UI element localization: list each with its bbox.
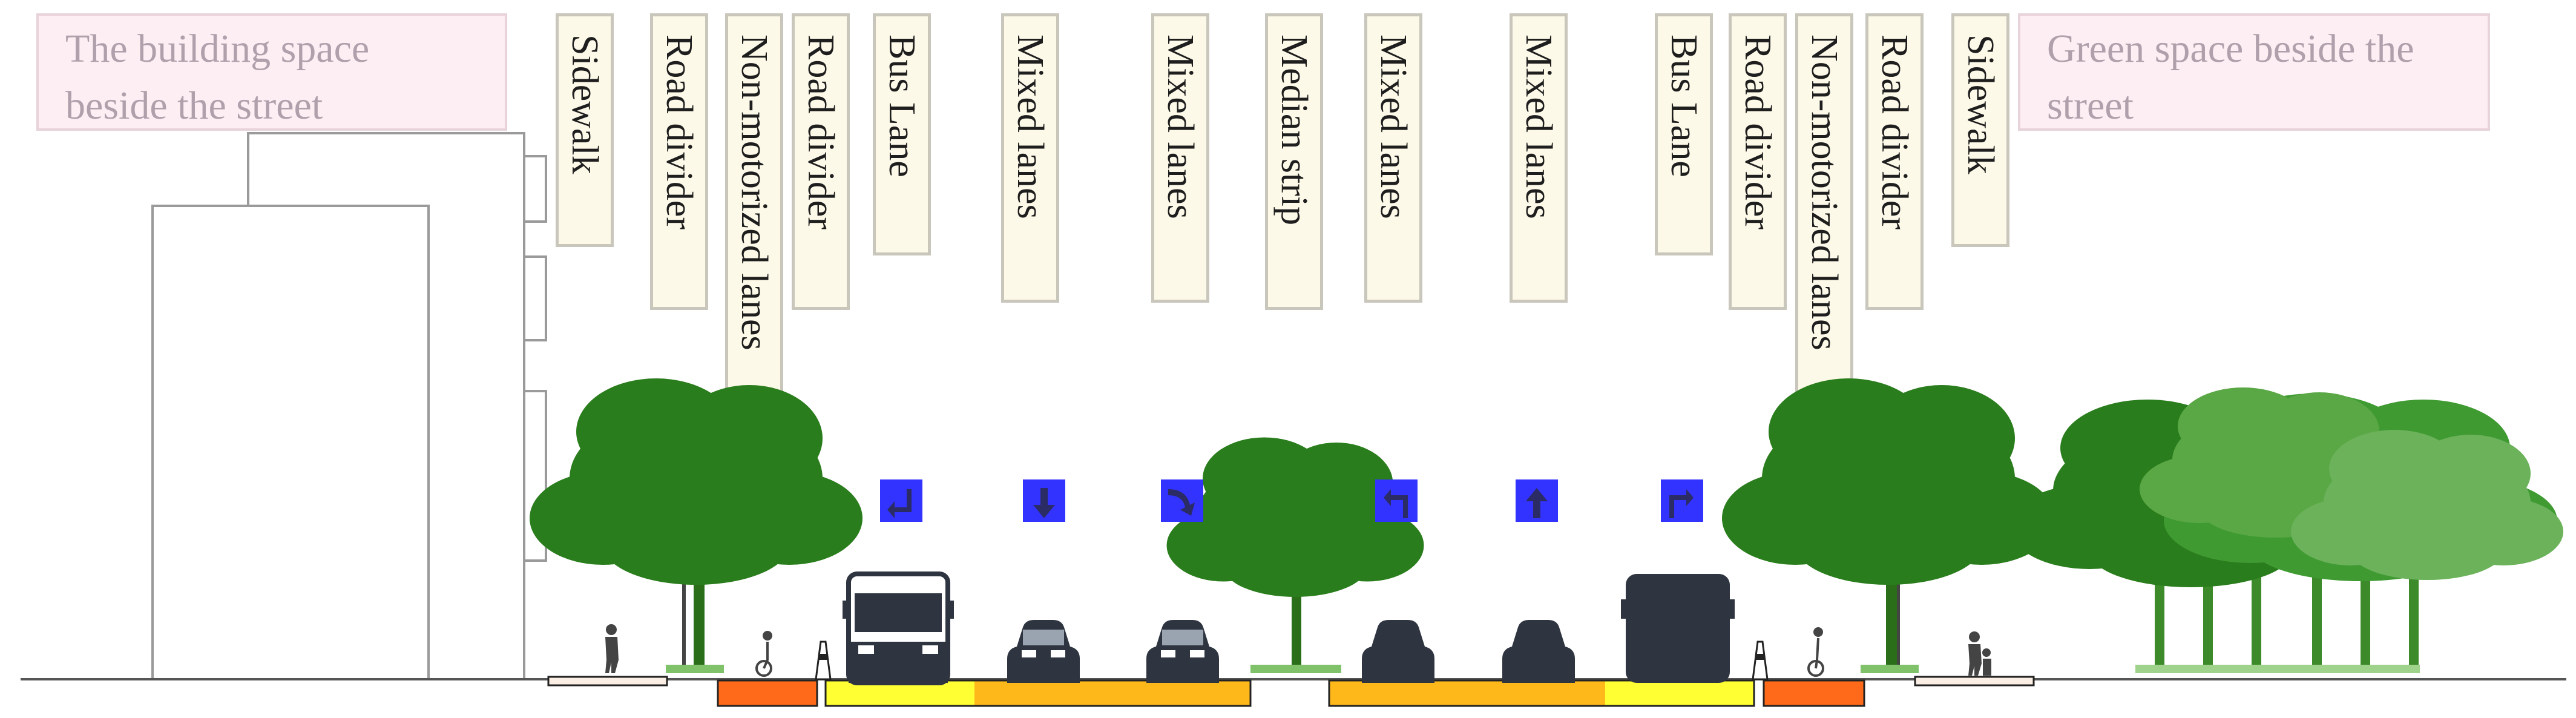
- lane-label-mixed-2: Mixed lanes: [1151, 13, 1209, 303]
- right-turn-down-arrow-sign: [880, 479, 922, 522]
- sidewalk-left-surface: [547, 676, 668, 687]
- lane-label-median-strip: Median strip: [1265, 13, 1323, 310]
- bus-lane-right-surface: [1605, 680, 1754, 706]
- left-turn-up-arrow-sign: [1375, 479, 1418, 522]
- bike-lane-left-surface: [717, 679, 818, 707]
- traffic-cone-left: [815, 641, 832, 680]
- lane-label-mixed-4: Mixed lanes: [1510, 13, 1568, 303]
- lane-label-sidewalk-left: Sidewalk: [556, 13, 614, 247]
- lane-label-mixed-1: Mixed lanes: [1001, 13, 1059, 303]
- lane-label-road-divider-1: Road divider: [650, 13, 708, 310]
- building-outline: [151, 132, 547, 680]
- lane-label-road-divider-2: Road divider: [792, 13, 850, 310]
- tree-right: [1722, 378, 2055, 673]
- car-3: [1362, 620, 1434, 683]
- lane-label-bus-lane-right: Bus Lane: [1655, 13, 1713, 255]
- lane-surfaces: [547, 676, 2035, 707]
- cyclist-right: [1807, 627, 1824, 677]
- lane-label-mixed-3: Mixed lanes: [1364, 13, 1422, 303]
- lane-label-sidewalk-right: Sidewalk: [1951, 13, 2009, 247]
- right-turn-up-arrow-sign: [1661, 479, 1703, 522]
- lane-label-road-divider-4: Road divider: [1865, 13, 1924, 310]
- straight-down-arrow-sign: [1023, 479, 1065, 522]
- lane-label-road-divider-3: Road divider: [1729, 13, 1787, 310]
- bus-right: [1621, 574, 1735, 683]
- pedestrians-right: [1968, 631, 1991, 676]
- building-space-label: The building space beside the street: [36, 13, 507, 131]
- bus-left: [843, 571, 954, 685]
- car-4: [1502, 620, 1575, 683]
- mixed-lanes-right-surface: [1329, 680, 1605, 706]
- traffic-cone-right: [1752, 641, 1769, 680]
- u-turn-arrow-sign: [1161, 479, 1203, 522]
- tree-grove: [2009, 387, 2563, 673]
- green-space-label: Green space beside the street: [2018, 13, 2490, 131]
- cyclist-left: [755, 631, 772, 677]
- car-2: [1146, 620, 1219, 683]
- pedestrian-left: [605, 624, 619, 673]
- tree-median: [1166, 437, 1424, 673]
- car-1: [1007, 620, 1080, 683]
- straight-up-arrow-sign: [1516, 479, 1558, 522]
- sidewalk-right-surface: [1914, 676, 2035, 687]
- lane-label-bus-lane-left: Bus Lane: [873, 13, 931, 255]
- mixed-lanes-left-surface: [974, 680, 1250, 706]
- lane-label-non-motorized-left: Non-motorized lanes: [725, 13, 783, 454]
- tree-left: [530, 378, 862, 673]
- bike-lane-right-surface: [1763, 679, 1865, 707]
- lane-label-non-motorized-right: Non-motorized lanes: [1795, 13, 1853, 454]
